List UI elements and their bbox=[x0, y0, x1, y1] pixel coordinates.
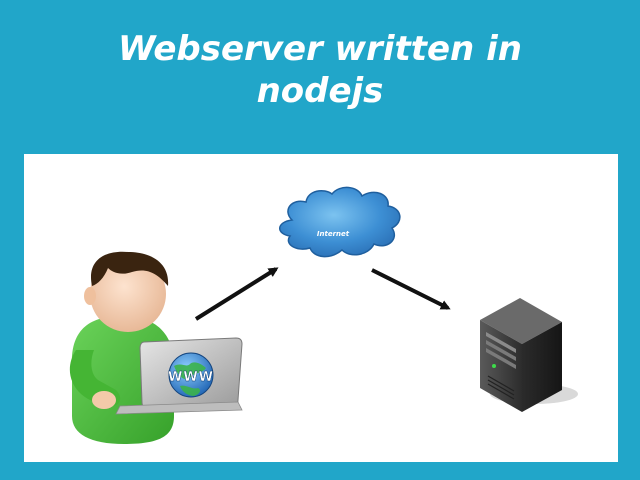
cloud-label: Internet bbox=[317, 230, 350, 238]
user-hair bbox=[90, 251, 169, 286]
user-hand bbox=[92, 391, 116, 409]
title-line-1: Webserver written in bbox=[118, 29, 522, 69]
diagram-panel: Internet WWW bbox=[24, 154, 618, 462]
arrow-internet-to-server bbox=[371, 268, 451, 310]
title-line-2: nodejs bbox=[256, 71, 384, 111]
laptop-globe-label: WWW bbox=[168, 370, 214, 385]
laptop-base bbox=[115, 401, 243, 415]
user-with-laptop-icon: WWW bbox=[69, 251, 243, 444]
slide-title: Webserver written in nodejs bbox=[0, 28, 640, 112]
user-head bbox=[90, 256, 166, 332]
network-diagram: Internet WWW bbox=[69, 186, 578, 444]
user-ear bbox=[84, 287, 96, 305]
server-tower-icon bbox=[480, 298, 578, 412]
arrow-user-to-internet bbox=[194, 267, 279, 321]
cloud-icon: Internet bbox=[279, 186, 401, 258]
